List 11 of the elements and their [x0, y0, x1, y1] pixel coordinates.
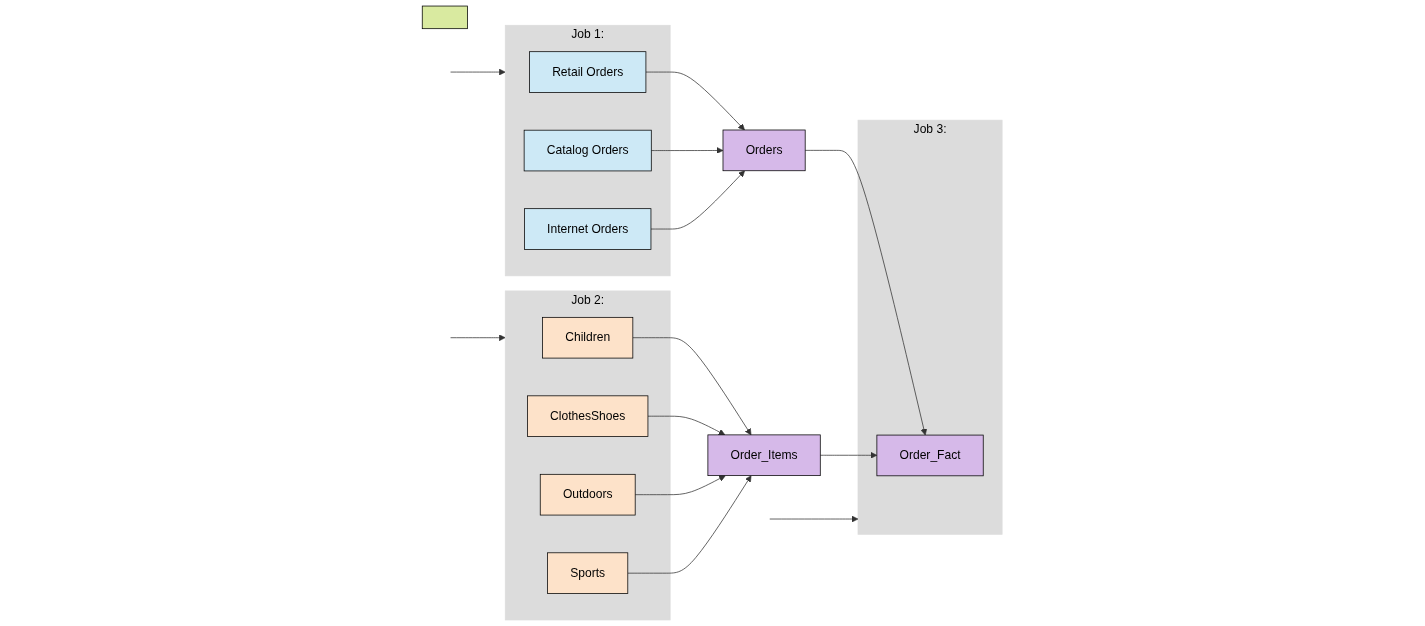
node-box: Order_Items	[707, 434, 821, 476]
node-box: Retail Orders	[529, 51, 647, 93]
node-box: Internet Orders	[524, 208, 652, 250]
node-box: Sports	[547, 552, 629, 594]
node-box	[422, 5, 469, 30]
node-box: Orders	[722, 129, 806, 172]
node-box: ClothesShoes	[527, 395, 649, 437]
node-box: Children	[542, 316, 634, 359]
node-box: Catalog Orders	[524, 129, 652, 172]
node-box: Outdoors	[540, 473, 636, 516]
node-box: Order_Fact	[876, 434, 984, 477]
